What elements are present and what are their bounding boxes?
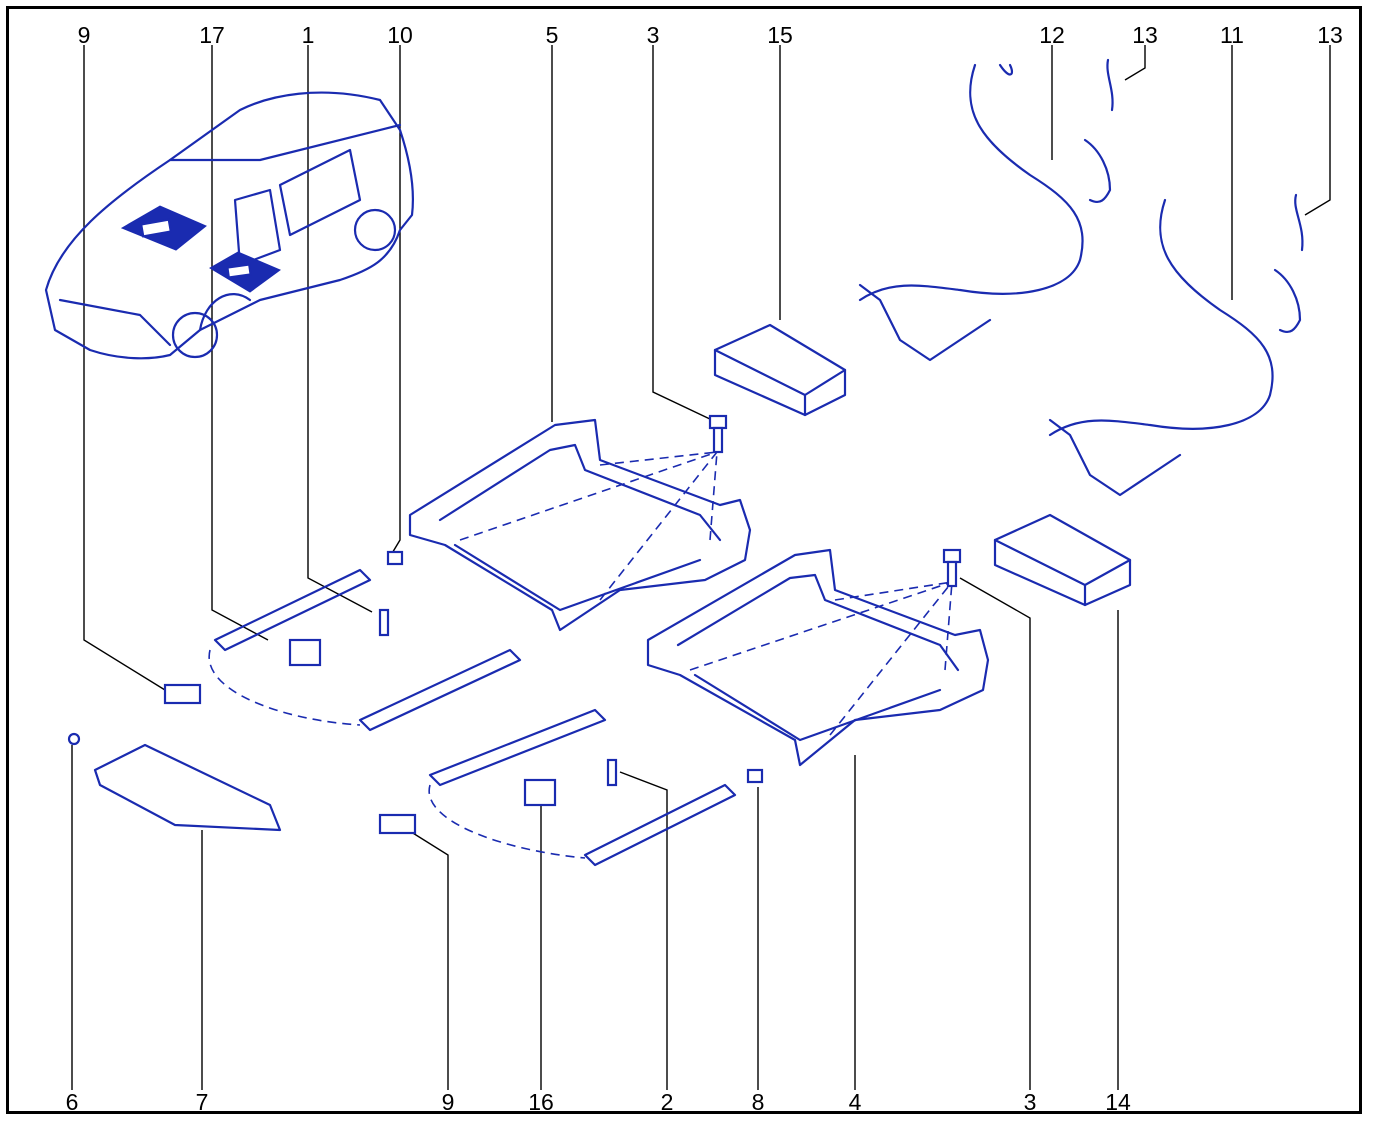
callout-15: 15	[767, 22, 793, 48]
callout-3-bottom: 3	[1023, 1089, 1037, 1115]
callout-4: 4	[848, 1089, 862, 1115]
seat-rails	[67, 550, 764, 867]
seat-frame-upper	[408, 418, 752, 632]
callout-9-top: 9	[77, 22, 91, 48]
control-modules	[713, 323, 1132, 607]
seat-frame-lower	[646, 548, 990, 767]
callout-1: 1	[301, 22, 315, 48]
callout-6: 6	[65, 1089, 79, 1115]
callout-5: 5	[545, 22, 559, 48]
vehicle-illustration	[44, 91, 414, 360]
callout-8: 8	[751, 1089, 765, 1115]
callout-10: 10	[387, 22, 413, 48]
callout-14: 14	[1105, 1089, 1131, 1115]
leader-lines	[71, 45, 1331, 1090]
callout-13-right: 13	[1317, 22, 1343, 48]
callout-9-bottom: 9	[441, 1089, 455, 1115]
wiring-harnesses	[858, 58, 1304, 497]
callout-2: 2	[660, 1089, 674, 1115]
callout-11: 11	[1220, 22, 1244, 48]
bolts	[708, 414, 962, 588]
callout-16: 16	[528, 1089, 554, 1115]
callout-3-top: 3	[646, 22, 660, 48]
diagram-frame	[6, 6, 1362, 1114]
callout-17: 17	[199, 22, 225, 48]
callout-7: 7	[195, 1089, 209, 1115]
callout-13-left: 13	[1132, 22, 1158, 48]
callout-12: 12	[1039, 22, 1065, 48]
